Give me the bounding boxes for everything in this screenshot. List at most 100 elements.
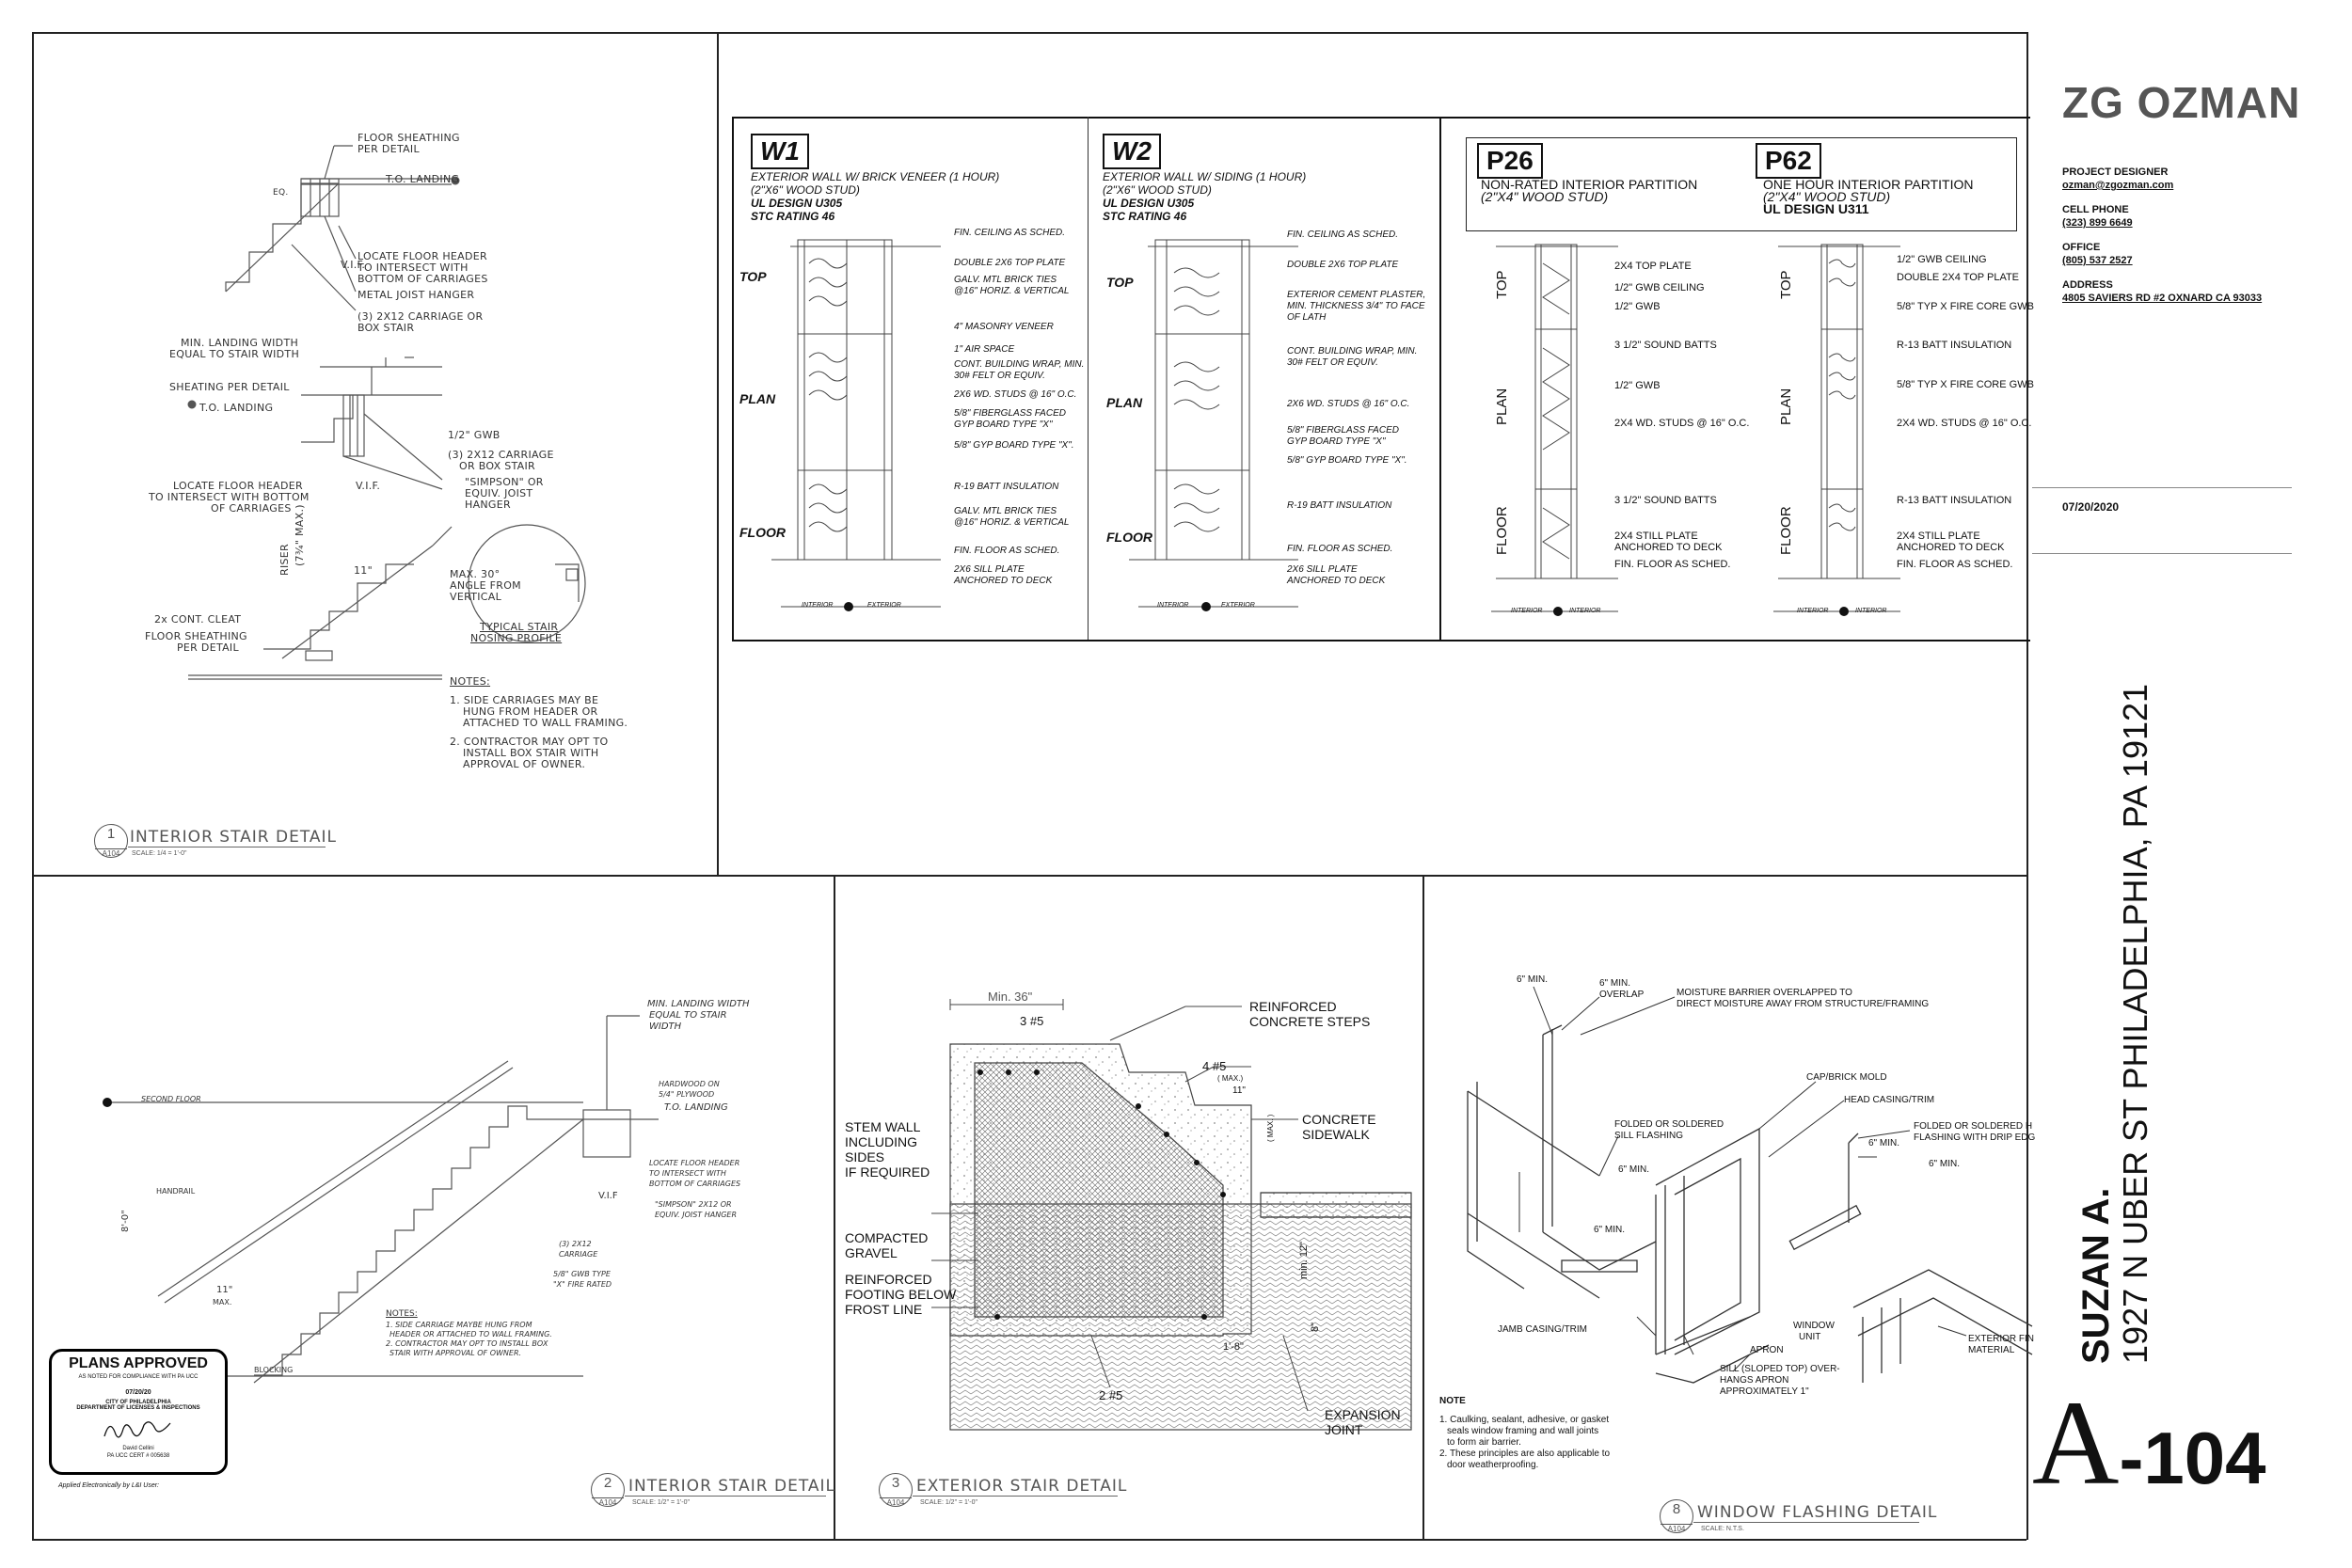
s3-exp-1: EXPANSION: [1325, 1407, 1401, 1422]
s1-simpson-1: "SIMPSON" OR: [465, 476, 544, 488]
p62-n2: DOUBLE 2X4 TOP PLATE: [1897, 272, 2020, 283]
s1-min-landing-1: MIN. LANDING WIDTH: [181, 337, 299, 349]
s1-locate-b2: TO INTERSECT WITH BOTTOM: [149, 491, 310, 503]
firm-address: 4805 SAVIERS RD #2 OXNARD CA 93033: [2062, 293, 2263, 304]
s3-stem-4: IF REQUIRED: [845, 1164, 930, 1180]
s1-to-landing: T.O. LANDING: [386, 173, 460, 185]
d2-title-rule: [625, 1496, 826, 1497]
w1-interior: INTERIOR: [802, 602, 834, 609]
p62-n8b: ANCHORED TO DECK: [1897, 542, 2005, 553]
w1-n13a: 2X6 SILL PLATE: [954, 564, 1025, 575]
w2-n3c: OF LATH: [1287, 312, 1327, 323]
w8-cap: CAP/BRICK MOLD: [1806, 1072, 1887, 1083]
s2-gwb-2: "X" FIRE RATED: [553, 1280, 612, 1289]
w8-moist-1: MOISTURE BARRIER OVERLAPPED TO: [1677, 988, 1852, 998]
d8-scale: SCALE: N.T.S.: [1701, 1526, 1744, 1532]
w8-note1c: to form air barrier.: [1447, 1437, 1521, 1448]
w2-plan: PLAN: [1106, 395, 1143, 410]
approval-stamp: PLANS APPROVED AS NOTED FOR COMPLIANCE W…: [49, 1349, 228, 1475]
stamp-cert: PA UCC CERT # 005638: [106, 1453, 170, 1459]
w1-n11a: GALV. MTL BRICK TIES: [954, 506, 1057, 516]
s1-sheating: SHEATING PER DETAIL: [169, 381, 290, 393]
w8-notes-body: 1. Caulking, sealant, adhesive, or gaske…: [1439, 1415, 1610, 1471]
frame-divider-v1: [717, 32, 719, 875]
s3-sidewalk-2: SIDEWALK: [1302, 1127, 1370, 1142]
w8-unit-2: UNIT: [1799, 1332, 1821, 1342]
client-address: 1927 N UBER ST PHILADELPHIA, PA 19121: [2116, 683, 2154, 1364]
stamp-applied: Applied Electronically by L&I User:: [58, 1482, 159, 1489]
stamp-name: David Cellini: [122, 1446, 154, 1451]
titleblock-rule-1: [2032, 487, 2292, 488]
s3-min: Min. 36": [988, 990, 1033, 1004]
s3-max: ( MAX.): [1217, 1074, 1244, 1083]
s3-bar1: 3 #5: [1020, 1014, 1044, 1028]
designer-email[interactable]: ozman@zgozman.com: [2062, 180, 2174, 191]
s1-locate-1: LOCATE FLOOR HEADER: [358, 250, 487, 262]
w2-t2: (2"X6" WOOD STUD): [1103, 183, 1212, 197]
w8-moist-2: DIRECT MOISTURE AWAY FROM STRUCTURE/FRAM…: [1677, 999, 1930, 1009]
w8-folded-r1: FOLDED OR SOLDERED H: [1914, 1121, 2033, 1132]
s3-footing-3: FROST LINE: [845, 1302, 923, 1317]
partition-header-box: [1466, 137, 2017, 231]
frame-top: [32, 32, 2026, 34]
wall-types-panel: [732, 117, 2030, 641]
d3-scale: SCALE: 1/2" = 1'-0": [920, 1499, 977, 1506]
d8-title: WINDOW FLASHING DETAIL: [1697, 1503, 1938, 1522]
s1-floor-sheath-2: FLOOR SHEATHING: [145, 630, 247, 642]
p26-n6: 2X4 WD. STUDS @ 16" O.C.: [1614, 418, 1750, 429]
w1-n6b: 30# FELT OR EQUIV.: [954, 371, 1045, 381]
designer-label: PROJECT DESIGNER: [2062, 166, 2169, 178]
s3-stem-2: INCLUDING: [845, 1134, 918, 1149]
w1-n13b: ANCHORED TO DECK: [954, 576, 1053, 586]
w8-head: HEAD CASING/TRIM: [1844, 1095, 1935, 1105]
p26-n1: 2X4 TOP PLATE: [1614, 261, 1692, 272]
w1-t3: UL DESIGN U305: [751, 197, 843, 210]
s3-bar3: 2 #5: [1099, 1388, 1123, 1402]
p26-interior-l: INTERIOR: [1511, 608, 1543, 614]
w2-n10b: ANCHORED TO DECK: [1287, 576, 1386, 586]
frame-right: [2026, 32, 2028, 1540]
p62-tag: P62: [1756, 143, 1821, 179]
d8-bubble: 8 A104: [1660, 1499, 1693, 1533]
sheet-date: 07/20/2020: [2062, 500, 2120, 514]
s1-to-landing-2: T.O. LANDING: [199, 402, 274, 414]
w2-n10a: 2X6 SILL PLATE: [1287, 564, 1358, 575]
w1-t1: EXTERIOR WALL W/ BRICK VENEER (1 HOUR): [751, 170, 1000, 183]
cell-phone[interactable]: (323) 899 6649: [2062, 217, 2133, 229]
s1-note2c: APPROVAL OF OWNER.: [463, 758, 586, 770]
w2-n1: FIN. CEILING AS SCHED.: [1287, 230, 1398, 240]
w2-t1: EXTERIOR WALL W/ SIDING (1 HOUR): [1103, 170, 1307, 183]
office-phone[interactable]: (805) 537 2527: [2062, 255, 2133, 266]
w1-n10: R-19 BATT INSULATION: [954, 482, 1059, 492]
w2-title: EXTERIOR WALL W/ SIDING (1 HOUR) (2"X6" …: [1103, 170, 1306, 223]
d1-title: INTERIOR STAIR DETAIL: [130, 828, 338, 847]
cell-label: CELL PHONE: [2062, 204, 2129, 215]
s1-metal-joist: METAL JOIST HANGER: [358, 289, 475, 301]
s2-carriage-1: (3) 2X12: [559, 1240, 592, 1248]
s2-locate-3: BOTTOM OF CARRIAGES: [649, 1180, 741, 1188]
s1-note2a: 2. CONTRACTOR MAY OPT TO: [450, 736, 609, 748]
p26-n7: 3 1/2" SOUND BATTS: [1614, 495, 1717, 506]
s2-n2a: 2. CONTRACTOR MAY OPT TO INSTALL BOX: [386, 1339, 548, 1348]
stamp-date: 07/20/20: [125, 1389, 151, 1396]
s3-exp-2: JOINT: [1325, 1422, 1363, 1437]
w1-tag: W1: [751, 134, 809, 169]
s1-carriage-2: BOX STAIR: [358, 322, 415, 334]
sheet-prefix: A: [2032, 1376, 2120, 1510]
s1-nosing-2: NOSING PROFILE: [470, 632, 563, 644]
w8-note2b: door weatherproofing.: [1447, 1460, 1539, 1470]
s1-min-landing-2: EQUAL TO STAIR WIDTH: [169, 348, 300, 360]
s1-tread: 11": [354, 564, 373, 577]
w8-overlap: OVERLAP: [1599, 990, 1645, 1000]
p62-n6: 2X4 WD. STUDS @ 16" O.C.: [1897, 418, 2032, 429]
p26-t2: (2"X4" WOOD STUD): [1481, 189, 1609, 204]
w8-note: NOTE: [1439, 1396, 1466, 1406]
w8-jamb: JAMB CASING/TRIM: [1498, 1324, 1588, 1335]
d3-bubble: 3 A104: [879, 1473, 913, 1507]
address-label: ADDRESS: [2062, 279, 2113, 291]
client-name: SUZAN A.: [2075, 1187, 2117, 1364]
s2-vif: V.I.F: [598, 1191, 618, 1201]
s1-cleat: 2x CONT. CLEAT: [154, 613, 242, 626]
w2-n5: 2X6 WD. STUDS @ 16" O.C.: [1287, 399, 1410, 409]
w1-n12: FIN. FLOOR AS SCHED.: [954, 546, 1060, 556]
